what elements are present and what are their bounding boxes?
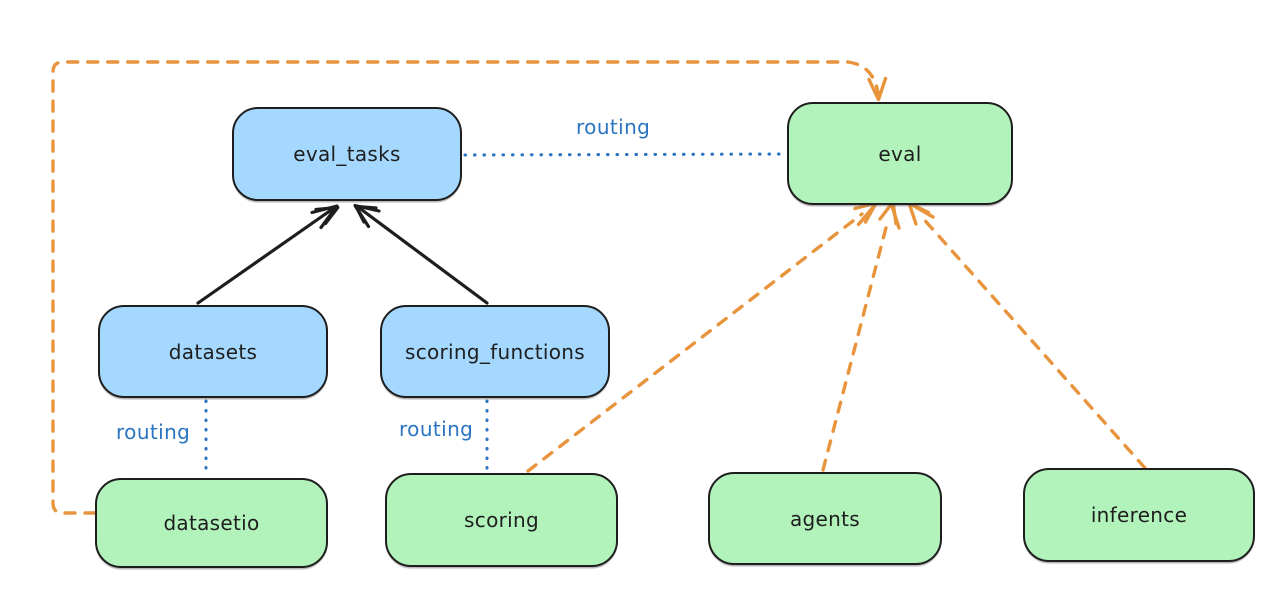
- edge-eval_tasks-to-eval[interactable]: [463, 152, 788, 157]
- node-inference[interactable]: inference: [1023, 468, 1255, 562]
- node-datasets[interactable]: datasets: [98, 305, 328, 398]
- edge-scoring_functions-to-eval_tasks[interactable]: [353, 203, 489, 305]
- node-datasets-label: datasets: [168, 339, 258, 364]
- edge-inference-to-eval[interactable]: [907, 201, 1147, 470]
- node-eval-label: eval: [878, 141, 922, 166]
- node-eval_tasks[interactable]: eval_tasks: [232, 107, 462, 201]
- node-datasetio-label: datasetio: [163, 511, 260, 535]
- edge-datasets-to-eval_tasks[interactable]: [196, 204, 340, 305]
- node-scoring_functions[interactable]: scoring_functions: [380, 305, 610, 398]
- edge-datasetio-to-eval[interactable]: [51, 60, 888, 515]
- edge-label-routing-scoring_functions-scoring: routing: [399, 417, 474, 441]
- node-scoring[interactable]: scoring: [385, 473, 618, 567]
- node-agents-label: agents: [790, 506, 860, 531]
- node-datasetio[interactable]: datasetio: [95, 478, 328, 568]
- node-eval_tasks-label: eval_tasks: [293, 142, 401, 166]
- edge-label-routing-eval_tasks-eval: routing: [576, 115, 651, 139]
- edge-agents-to-eval[interactable]: [821, 200, 901, 472]
- node-scoring-label: scoring: [464, 508, 539, 532]
- edge-label-routing-datasets-datasetio: routing: [116, 420, 191, 444]
- node-agents[interactable]: agents: [708, 472, 942, 565]
- node-inference-label: inference: [1090, 503, 1188, 527]
- node-eval[interactable]: eval: [787, 102, 1013, 205]
- node-scoring_functions-label: scoring_functions: [404, 339, 586, 364]
